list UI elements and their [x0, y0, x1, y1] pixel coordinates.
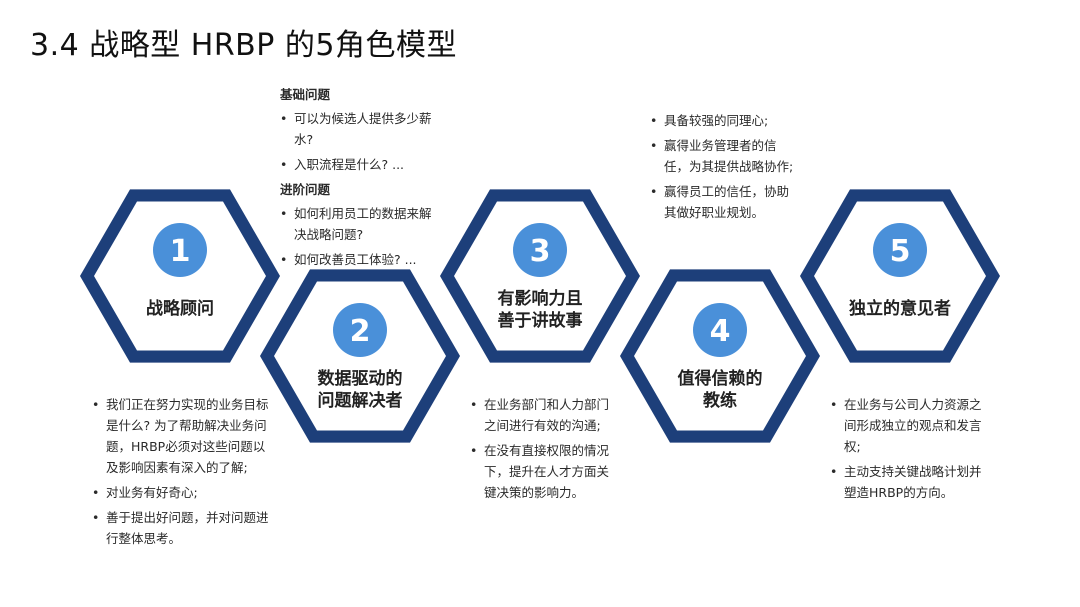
- role-hexagon-1: 1 战略顾问: [80, 189, 280, 363]
- role-label: 独立的意见者: [849, 298, 951, 319]
- role1-notes: 我们正在努力实现的业务目标是什么? 为了帮助解决业务问题，HRBP必须对这些问题…: [92, 394, 272, 553]
- role-number: 1: [170, 234, 191, 269]
- note-item: 在业务与公司人力资源之间形成独立的观点和发言权;: [830, 394, 990, 457]
- advanced-question-item: 如何改善员工体验? ...: [280, 249, 440, 270]
- role-label: 战略顾问: [146, 298, 214, 319]
- role-label: 值得信赖的: [678, 368, 763, 389]
- role-number: 3: [530, 234, 551, 269]
- role-label: 有影响力且: [498, 288, 583, 309]
- role5-notes: 在业务与公司人力资源之间形成独立的观点和发言权; 主动支持关键战略计划并塑造HR…: [830, 394, 990, 507]
- role-hexagon-5: 5 独立的意见者: [800, 189, 1000, 363]
- note-item: 赢得员工的信任，协助其做好职业规划。: [650, 181, 800, 223]
- number-circle: [333, 303, 387, 357]
- note-item: 在业务部门和人力部门之间进行有效的沟通;: [470, 394, 620, 436]
- number-circle: [153, 223, 207, 277]
- number-circle: [693, 303, 747, 357]
- note-item: 我们正在努力实现的业务目标是什么? 为了帮助解决业务问题，HRBP必须对这些问题…: [92, 394, 272, 478]
- basic-question-item: 可以为候选人提供多少薪水?: [280, 108, 440, 150]
- number-circle: [873, 223, 927, 277]
- role2-notes: 基础问题 可以为候选人提供多少薪水? 入职流程是什么? ... 进阶问题 如何利…: [280, 84, 440, 274]
- role-label: 善于讲故事: [498, 310, 583, 331]
- role-label: 数据驱动的: [318, 368, 403, 389]
- role4-notes: 具备较强的同理心; 赢得业务管理者的信任，为其提供战略协作; 赢得员工的信任，协…: [650, 110, 800, 227]
- role-label: 教练: [702, 390, 737, 411]
- role3-notes: 在业务部门和人力部门之间进行有效的沟通; 在没有直接权限的情况下，提升在人才方面…: [470, 394, 620, 507]
- note-item: 善于提出好问题，并对问题进行整体思考。: [92, 507, 272, 549]
- note-item: 在没有直接权限的情况下，提升在人才方面关键决策的影响力。: [470, 440, 620, 503]
- note-item: 具备较强的同理心;: [650, 110, 800, 131]
- number-circle: [513, 223, 567, 277]
- page-title: 3.4 战略型 HRBP 的5角色模型: [30, 28, 457, 63]
- advanced-question-item: 如何利用员工的数据来解决战略问题?: [280, 203, 440, 245]
- role-number: 2: [350, 314, 371, 349]
- note-item: 对业务有好奇心;: [92, 482, 272, 503]
- role-number: 5: [890, 234, 911, 269]
- basic-question-item: 入职流程是什么? ...: [280, 154, 440, 175]
- role-label: 问题解决者: [318, 390, 403, 411]
- note-item: 主动支持关键战略计划并塑造HRBP的方向。: [830, 461, 990, 503]
- role-number: 4: [710, 314, 731, 349]
- basic-questions-heading: 基础问题: [280, 87, 331, 102]
- note-item: 赢得业务管理者的信任，为其提供战略协作;: [650, 135, 800, 177]
- advanced-questions-heading: 进阶问题: [280, 182, 331, 197]
